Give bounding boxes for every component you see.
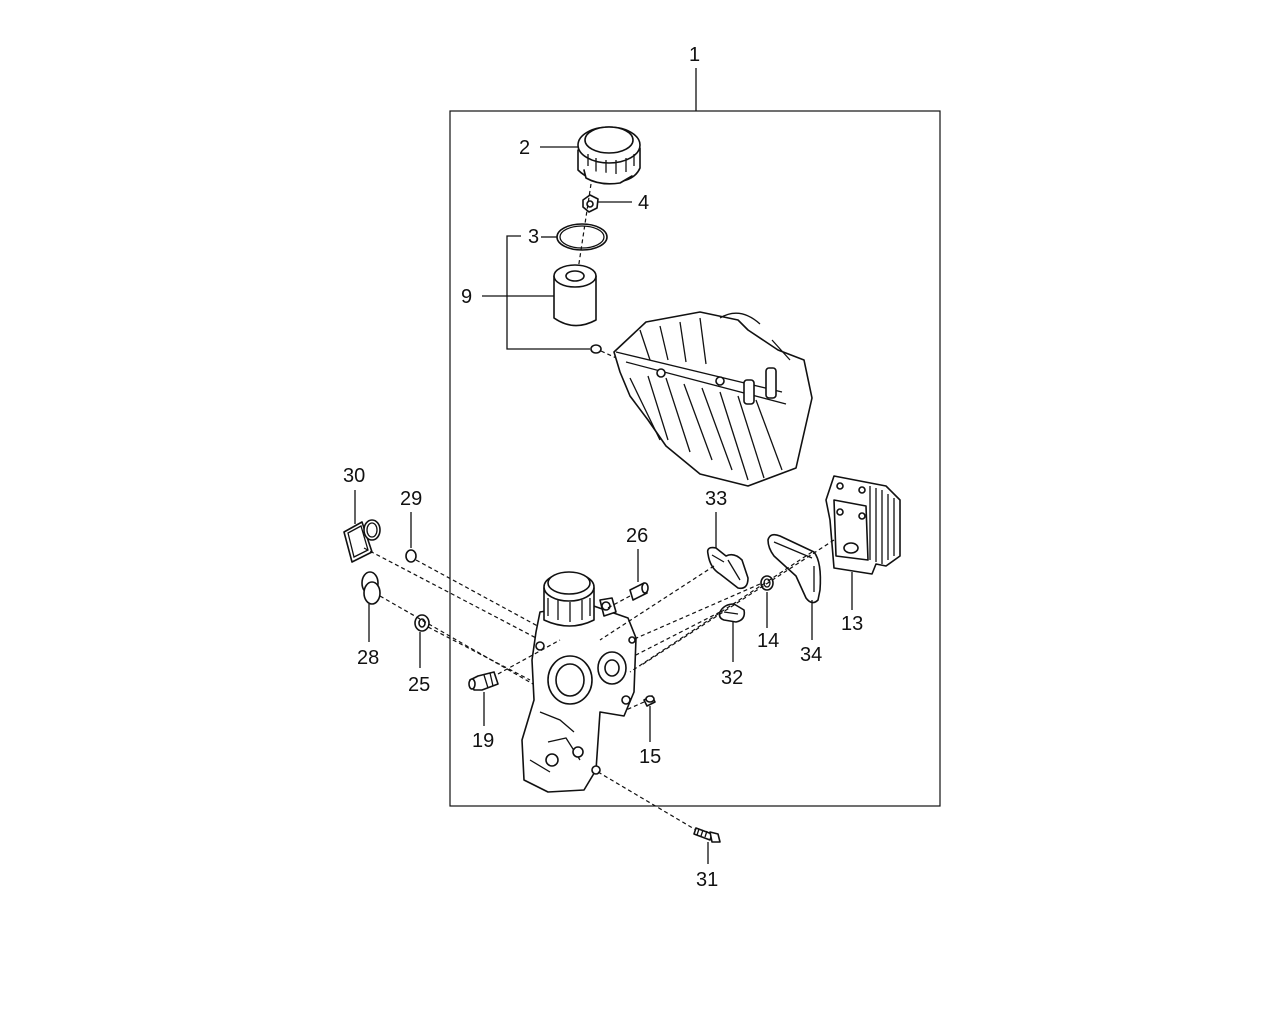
callout-13: 13 (841, 613, 863, 635)
callout-14: 14 (757, 630, 779, 652)
part-34-gasket (767, 533, 822, 604)
callout-26: 26 (626, 525, 648, 547)
part-25-washer (414, 614, 430, 632)
callout-4: 4 (638, 192, 649, 214)
callout-25: 25 (408, 674, 430, 696)
dash-25 (427, 626, 531, 681)
part-15-bolt (643, 695, 656, 707)
callout-28: 28 (357, 647, 379, 669)
dash-28 (379, 595, 541, 689)
part-2-filter-cap (577, 126, 641, 185)
part-31-bolt (693, 827, 721, 843)
callout-31: 31 (696, 869, 718, 891)
callout-9: 9 (461, 286, 472, 308)
callout-15: 15 (639, 746, 661, 768)
callout-3: 3 (528, 226, 539, 248)
dash-32 (633, 611, 721, 657)
part-3-oring (556, 223, 608, 251)
callout-1: 1 (689, 44, 700, 66)
dash-33 (599, 565, 715, 641)
small-oring (590, 344, 602, 354)
callout-30: 30 (343, 465, 365, 487)
part-4-valve (582, 194, 599, 213)
part-9-filter-element (553, 264, 597, 327)
dash-26 (603, 595, 631, 611)
dash-34 (629, 551, 813, 673)
dash-31 (597, 771, 697, 831)
part-32-gasket (718, 603, 746, 623)
dash-15 (625, 701, 645, 711)
part-29-ring (405, 549, 417, 563)
dash-cap-filter (577, 183, 592, 271)
callout-2: 2 (519, 137, 530, 159)
dash-29 (415, 559, 546, 631)
part-26-bushing (629, 582, 649, 601)
part-30-gasket (343, 519, 381, 563)
dash-14 (631, 583, 761, 641)
oil-filter-housing (521, 571, 637, 793)
callout-33: 33 (705, 488, 727, 510)
callout-19: 19 (472, 730, 494, 752)
part-28-rings (361, 571, 381, 605)
callout-34: 34 (800, 644, 822, 666)
part-3-oring-inner (559, 225, 605, 249)
part-19-sensor (468, 671, 499, 691)
dash-30 (363, 547, 541, 641)
oil-pan-housing (613, 311, 813, 487)
bracket-3 (506, 235, 590, 350)
dash-13 (639, 539, 835, 667)
part-13-oil-cooler (825, 475, 901, 575)
callout-29: 29 (400, 488, 422, 510)
dash-19 (497, 639, 561, 675)
callout-32: 32 (721, 667, 743, 689)
assembly-frame (449, 110, 941, 807)
part-33-gasket (706, 546, 749, 590)
